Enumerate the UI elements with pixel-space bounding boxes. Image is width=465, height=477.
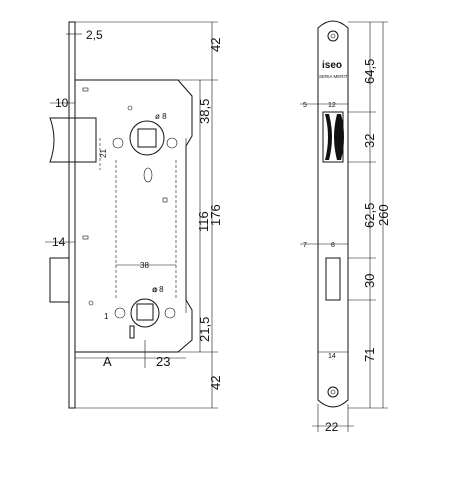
label-bolt-offset: 7 xyxy=(303,242,307,249)
upper-hole-right xyxy=(166,137,178,149)
latch-profile-right xyxy=(334,114,344,160)
label-bolt-width: 8 xyxy=(331,242,335,249)
label-backset: A xyxy=(103,354,112,369)
label-hole-lower: ø 8 xyxy=(152,285,164,294)
keyhole xyxy=(129,325,135,339)
pin-2 xyxy=(88,300,94,306)
label-latch-height: 32 xyxy=(362,134,377,148)
label-hole-upper: ø 8 xyxy=(155,112,167,121)
top-screw xyxy=(327,30,339,42)
mark-3 xyxy=(162,197,168,203)
latch-bolt xyxy=(49,117,97,163)
brand-logo: iseo xyxy=(322,60,342,71)
label-latch-to-spindle: 38,5 xyxy=(197,99,212,124)
pin-3 xyxy=(152,287,158,293)
bottom-screw xyxy=(327,386,339,398)
label-latch-to-bolt: 62,5 xyxy=(362,203,377,228)
label-center-distance: 116 xyxy=(196,211,211,232)
latch-profile-left xyxy=(325,114,332,160)
lower-hole xyxy=(114,307,126,319)
label-faceplate-width: 22 xyxy=(325,420,339,434)
front-view: 2,5 42 38,5 116 176 21,5 42 10 14 ø 8 ø … xyxy=(45,21,223,409)
label-small-1: 1 xyxy=(104,312,109,321)
bottom-screw-center xyxy=(330,389,336,395)
bolt-window xyxy=(325,257,341,301)
label-latch-offset: 5 xyxy=(303,102,307,109)
side-view: iseo SERIA MERIT 5 12 7 8 14 64,5 32 62,… xyxy=(300,20,391,434)
mark-2 xyxy=(82,235,89,240)
oval-slot xyxy=(143,167,153,183)
label-small-21: 21 xyxy=(99,149,108,158)
label-edge-to-center: 23 xyxy=(156,354,170,369)
front-faceplate xyxy=(68,21,76,409)
top-screw-center xyxy=(330,33,336,39)
label-bolt-bottom-width: 14 xyxy=(328,353,336,360)
dead-bolt xyxy=(49,257,70,303)
brand-subtext: SERIA MERIT xyxy=(319,74,348,79)
label-bolt-to-bottom: 71 xyxy=(362,348,377,362)
side-faceplate xyxy=(317,20,349,408)
label-inner-width: 38 xyxy=(140,261,149,270)
label-spindle-to-bottom: 21,5 xyxy=(197,317,212,342)
lower-spindle-square xyxy=(136,303,154,321)
label-total-height: 260 xyxy=(376,204,391,226)
label-bolt-height: 30 xyxy=(362,274,377,288)
upper-spindle-square xyxy=(137,128,157,148)
label-case-height: 176 xyxy=(208,204,223,226)
upper-follower xyxy=(129,120,165,156)
label-top-to-latch: 64,5 xyxy=(362,59,377,84)
latch-window xyxy=(322,111,344,163)
mark-1 xyxy=(82,87,89,92)
label-faceplate-thickness: 2,5 xyxy=(86,28,103,42)
pin-1 xyxy=(127,105,133,111)
upper-hole xyxy=(112,137,124,149)
label-latch-width: 12 xyxy=(328,102,336,109)
label-top-offset: 42 xyxy=(208,38,223,52)
label-bottom-offset: 42 xyxy=(208,376,223,390)
lower-follower xyxy=(130,298,160,328)
lower-hole-right xyxy=(164,307,176,319)
